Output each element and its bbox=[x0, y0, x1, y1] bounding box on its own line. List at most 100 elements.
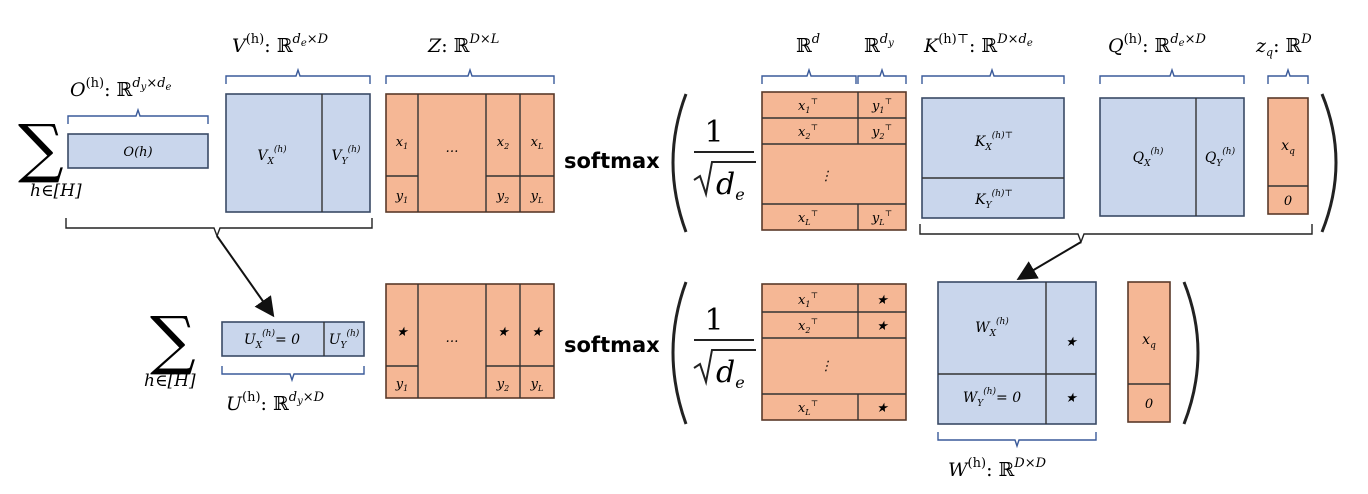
bottom-right-paren bbox=[1182, 281, 1200, 425]
top-left-paren bbox=[671, 93, 688, 233]
bottom-sum-index: h∈[H] bbox=[144, 371, 196, 391]
ZT-row2-y: y2⊤ bbox=[871, 123, 892, 141]
bottom-frac-num: 1 bbox=[704, 303, 723, 338]
bottom-sqrt bbox=[693, 349, 756, 386]
ZT-row2-x: x2⊤ bbox=[798, 123, 818, 141]
VY-label: VY(h) bbox=[332, 144, 361, 167]
K-label: K(h)⊤: ℝD×de bbox=[923, 32, 1033, 57]
ZT-star-matrix bbox=[761, 283, 907, 421]
U-matrix bbox=[221, 321, 365, 357]
KQ-group-brace bbox=[919, 224, 1313, 244]
Zs-dots: … bbox=[446, 331, 459, 346]
svg-text:V(h): ℝde×D: V(h): ℝde×D bbox=[232, 32, 329, 57]
zq-brace bbox=[1267, 67, 1309, 84]
W-star-top: ★ bbox=[1065, 335, 1078, 350]
UY-label: UY(h) bbox=[329, 328, 360, 351]
xq-zero: 0 bbox=[1145, 397, 1153, 412]
Z-y2: y2 bbox=[496, 189, 509, 205]
ZT-rowL-x: xL⊤ bbox=[798, 209, 818, 227]
Z-x2: x2 bbox=[497, 135, 509, 151]
svg-text:Z: ℝD×L: Z: ℝD×L bbox=[427, 32, 499, 57]
zq-vector bbox=[1267, 97, 1309, 215]
WX-label: WX(h) bbox=[975, 316, 1009, 339]
ZTs-rowL-x: xL⊤ bbox=[798, 399, 818, 417]
W-matrix bbox=[937, 281, 1097, 425]
ZT-matrix bbox=[761, 91, 907, 231]
Z-xL: xL bbox=[531, 135, 544, 151]
W-label: W(h): ℝD×D bbox=[948, 456, 1047, 481]
Z-y1: y1 bbox=[395, 189, 408, 205]
svg-text:O(h): ℝdy×de: O(h): ℝdy×de bbox=[70, 76, 172, 101]
VX-label: VX(h) bbox=[257, 144, 287, 167]
ZTs-row2-star: ★ bbox=[876, 319, 889, 334]
Zs-star-1: ★ bbox=[396, 325, 409, 340]
ZTs-row2-x: x2⊤ bbox=[798, 317, 818, 335]
K-brace bbox=[921, 67, 1065, 84]
Rdy-label: ℝdy bbox=[864, 32, 894, 57]
top-sqrt bbox=[693, 161, 756, 198]
UX-label: UX(h)= 0 bbox=[244, 328, 300, 351]
Zs-y2: y2 bbox=[496, 377, 509, 393]
ZTs-rowL-star: ★ bbox=[876, 401, 889, 416]
arrow-U bbox=[216, 235, 275, 318]
W-star-bottom: ★ bbox=[1065, 391, 1078, 406]
top-frac-num: 1 bbox=[704, 115, 723, 150]
Q-label: Q(h): ℝde×D bbox=[1108, 32, 1206, 57]
Zs-star-L: ★ bbox=[531, 325, 544, 340]
O-cell-label: O(h) bbox=[123, 145, 152, 160]
ZTs-row1-star: ★ bbox=[876, 293, 889, 308]
top-sum-index: h∈[H] bbox=[30, 181, 82, 201]
KY-label: KY(h)⊤ bbox=[974, 188, 1013, 211]
K-matrix bbox=[921, 97, 1065, 219]
zq-zero: 0 bbox=[1284, 194, 1292, 209]
ZT-row1-y: y1⊤ bbox=[871, 97, 892, 115]
Z-x1: x1 bbox=[396, 135, 408, 151]
Z-brace bbox=[385, 67, 555, 84]
Q-brace bbox=[1099, 67, 1245, 84]
Rd-brace bbox=[761, 67, 857, 84]
WY-label: WY(h)= 0 bbox=[963, 386, 1021, 409]
KX-label: KX(h)⊤ bbox=[974, 130, 1013, 153]
QX-label: QX(h) bbox=[1133, 146, 1164, 169]
Rdy-brace bbox=[857, 67, 907, 84]
bottom-softmax: softmax bbox=[564, 333, 660, 357]
W-brace bbox=[937, 432, 1097, 449]
xq-x: xq bbox=[1142, 332, 1156, 351]
O-label: O(h): ℝdy×de bbox=[70, 76, 172, 101]
U-label: U(h): ℝdy×D bbox=[226, 390, 325, 415]
top-group-brace bbox=[65, 218, 373, 238]
Z-dots: … bbox=[446, 141, 459, 156]
zq-label: zq: ℝD bbox=[1255, 32, 1312, 59]
U-brace bbox=[221, 366, 365, 383]
Z-matrix bbox=[385, 93, 555, 213]
top-frac-den: de bbox=[716, 167, 745, 204]
ZT-rowL-y: yL⊤ bbox=[871, 209, 892, 227]
Zs-star-2: ★ bbox=[497, 325, 510, 340]
V-matrix bbox=[225, 93, 371, 213]
Rd-label: ℝd bbox=[796, 32, 820, 57]
Zs-yL: yL bbox=[530, 377, 544, 393]
bottom-frac-den: de bbox=[716, 355, 745, 392]
top-sum-symbol: ∑ bbox=[18, 112, 64, 186]
Z-yL: yL bbox=[530, 189, 544, 205]
V-label: V(h): ℝde×D bbox=[232, 32, 329, 57]
ZT-vdots: ⋮ bbox=[820, 169, 833, 184]
QY-label: QY(h) bbox=[1205, 146, 1236, 169]
Z-label: Z: ℝD×L bbox=[427, 32, 499, 57]
zq-x: xq bbox=[1281, 138, 1295, 157]
ZTs-row1-x: x1⊤ bbox=[798, 291, 818, 309]
bottom-left-paren bbox=[671, 281, 688, 425]
Zs-y1: y1 bbox=[395, 377, 408, 393]
bottom-sum-symbol: ∑ bbox=[150, 304, 196, 378]
Z-star-matrix bbox=[385, 283, 555, 399]
xq-vector bbox=[1127, 281, 1171, 423]
V-brace bbox=[225, 67, 371, 84]
arrow-W bbox=[1016, 241, 1082, 281]
O-matrix bbox=[67, 133, 209, 169]
O-brace bbox=[67, 107, 209, 124]
Q-matrix bbox=[1099, 97, 1245, 217]
top-softmax: softmax bbox=[564, 149, 660, 173]
ZTs-vdots: ⋮ bbox=[820, 359, 833, 374]
